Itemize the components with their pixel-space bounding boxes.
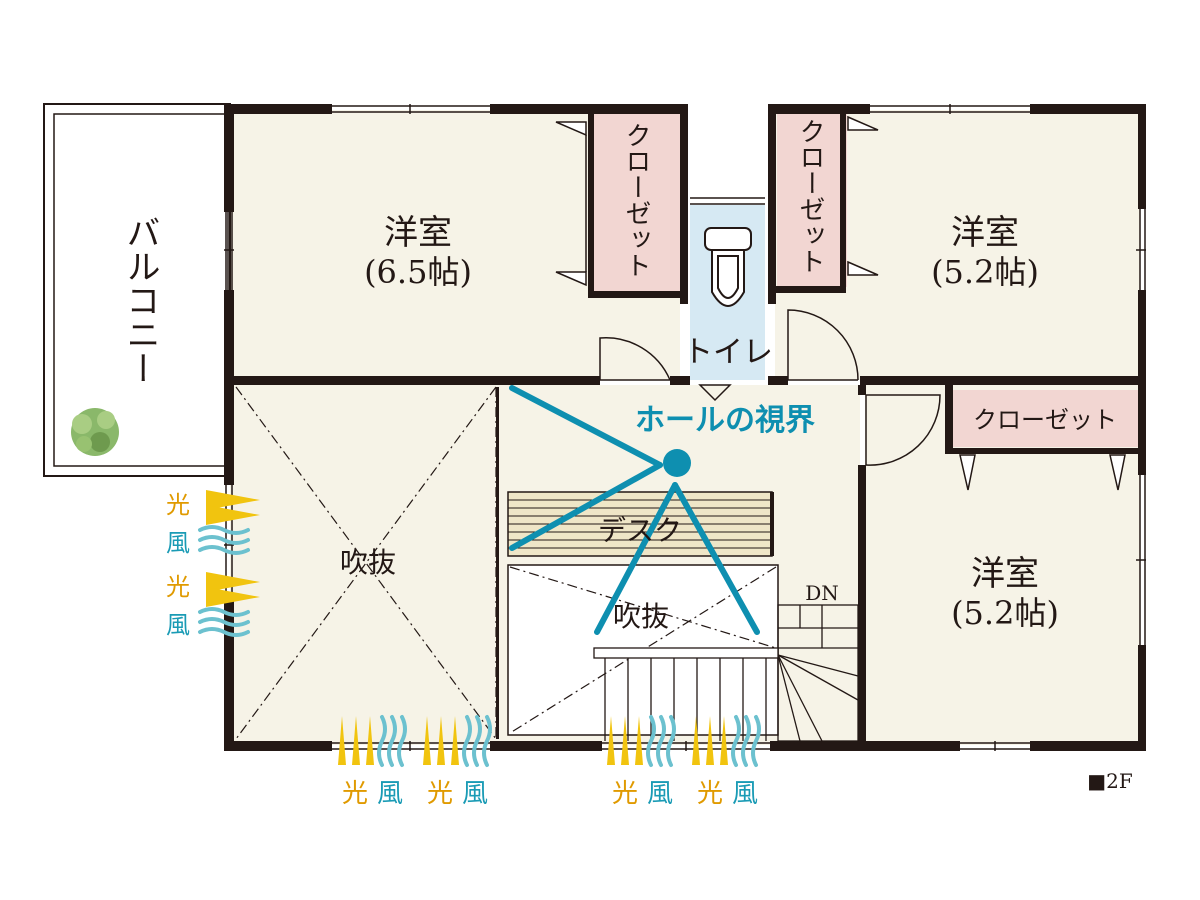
stairs [593, 604, 859, 742]
light-label-bottom-4: 光 [697, 779, 723, 809]
hall-view-label: ホールの視界 [635, 403, 815, 438]
closet-left-floor [592, 112, 682, 297]
room-left-size: (6.5帖) [364, 253, 472, 291]
room-right-top-name: 洋室 [951, 213, 1019, 253]
toilet-icon [704, 227, 752, 307]
closet-left-label: クローゼット [621, 122, 651, 278]
light-label-left-2: 光 [166, 573, 190, 601]
light-label-bottom-2: 光 [427, 779, 453, 809]
light-label-bottom-3: 光 [612, 779, 638, 809]
stairs-label: DN [805, 581, 839, 605]
wind-label-left-1: 風 [166, 529, 190, 557]
doors [555, 115, 1126, 491]
closet-right-floor [777, 112, 847, 287]
hall-view-lines [509, 385, 760, 635]
walls [224, 104, 1146, 751]
wind-label-bottom-3: 風 [647, 779, 673, 809]
hall-viewpoint [663, 449, 691, 477]
wind-label-bottom-2: 風 [462, 779, 488, 809]
wind-label-left-2: 風 [166, 611, 190, 639]
wind-symbols-bottom [377, 715, 761, 767]
plant-icon [71, 408, 119, 456]
floor-label: ■2F [1087, 769, 1133, 793]
closet-bottom-floor [952, 390, 1138, 447]
wind-label-bottom-4: 風 [732, 779, 758, 809]
light-label-bottom-1: 光 [342, 779, 368, 809]
light-symbols-bottom [338, 716, 728, 765]
wind-label-bottom-1: 風 [377, 779, 403, 809]
room-right-bottom-size: (5.2帖) [951, 594, 1059, 632]
void-left-rail [496, 387, 499, 739]
closet-right-label: クローゼット [795, 118, 825, 274]
balcony [43, 103, 231, 477]
void-left-label: 吹抜 [340, 546, 396, 579]
room-right-top-size: (5.2帖) [931, 253, 1039, 291]
toilet-label: トイレ [683, 335, 773, 370]
light-label-left-1: 光 [166, 491, 190, 519]
room-right-bottom-name: 洋室 [971, 554, 1039, 594]
closet-bottom-label: クローゼット [973, 406, 1117, 434]
desk-label: デスク [598, 514, 682, 547]
void-center-label: 吹抜 [613, 600, 669, 633]
light-symbols-left [206, 490, 260, 607]
balcony-label: バルコニー [120, 215, 160, 385]
room-left-name: 洋室 [384, 213, 452, 253]
wind-symbols-left [198, 525, 250, 637]
